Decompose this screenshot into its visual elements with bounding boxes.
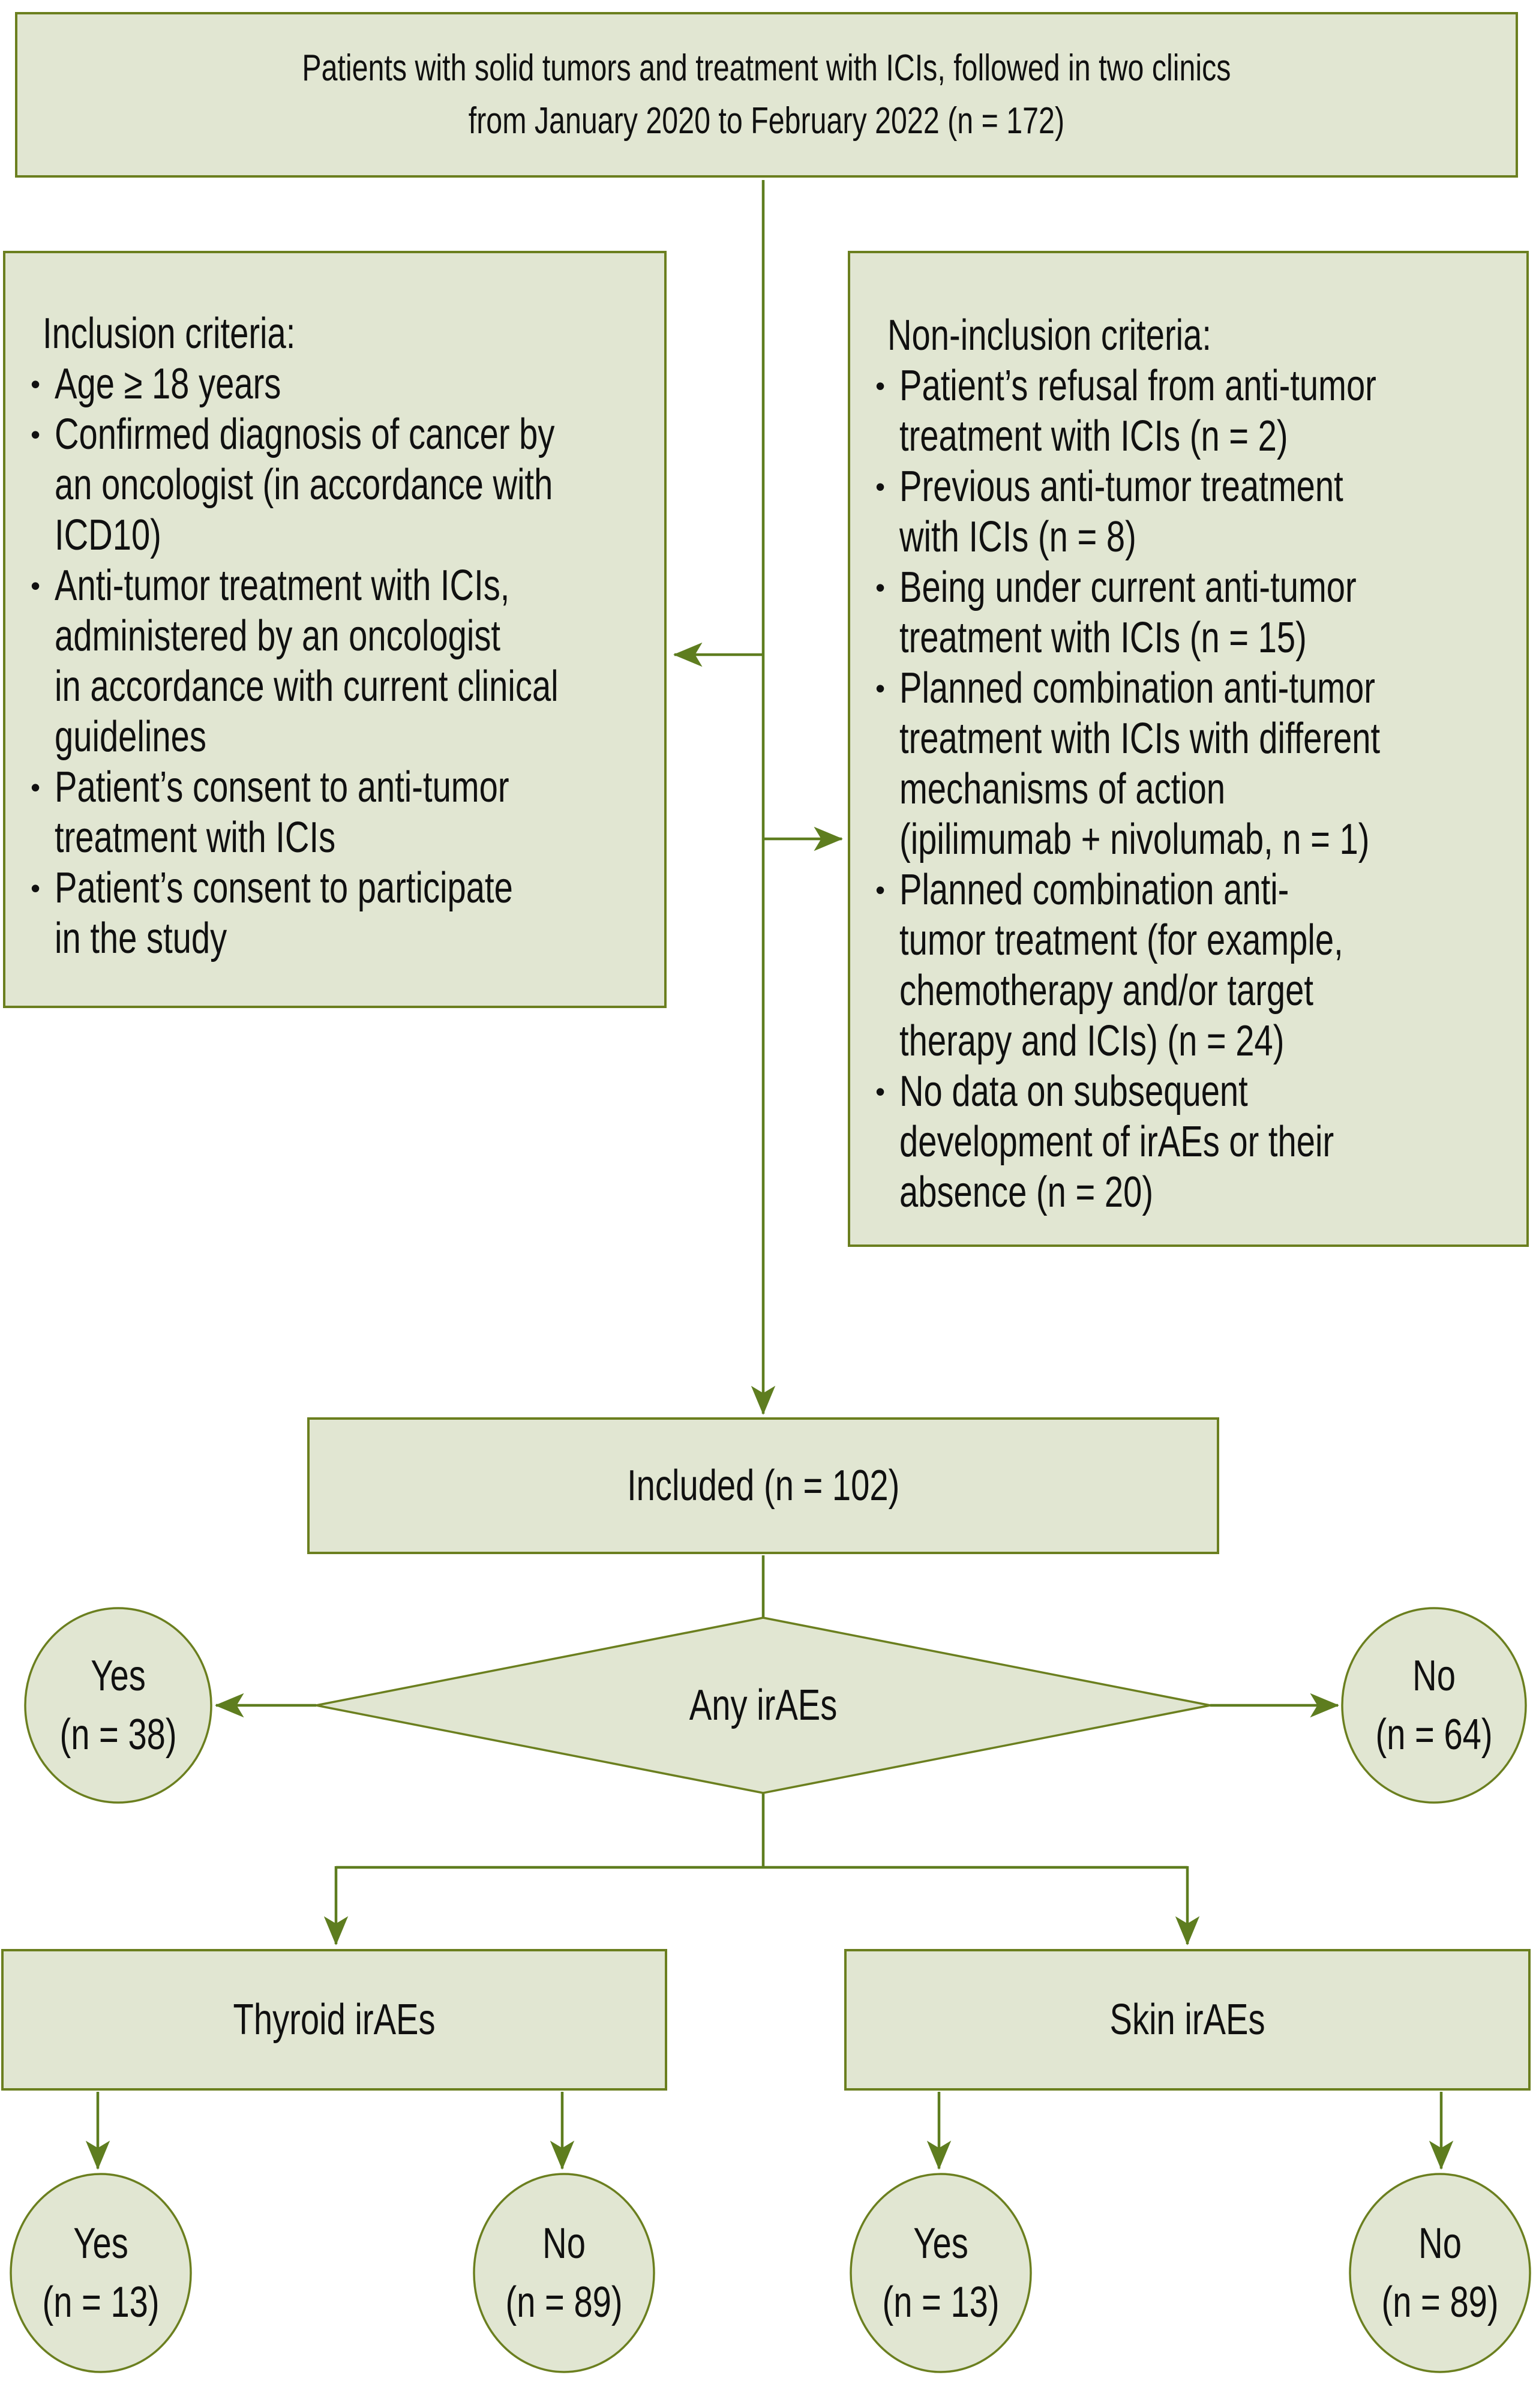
bullet-glyph: • (875, 874, 886, 905)
non-inclusion-criteria-item-text: Previous anti-tumor treatment with ICIs … (899, 463, 1343, 561)
inclusion-criteria-list: • Age ≥ 18 years • Confirmed diagnosis o… (5, 359, 664, 964)
non-inclusion-criteria-item-text: Patient’s refusal from anti-tumor treatm… (899, 362, 1376, 460)
outcome-thyroid-yes-ellipse (10, 2173, 192, 2373)
non-inclusion-criteria-item-text: Planned combination anti-tumor treatment… (899, 664, 1381, 863)
included-box-text: Included (n = 102) (626, 1462, 900, 1510)
inclusion-criteria-item: • Anti-tumor treatment with ICIs, admini… (5, 560, 664, 762)
non-inclusion-criteria-item: • Previous anti-tumor treatment with ICI… (850, 461, 1526, 562)
non-inclusion-criteria-item: • Patient’s refusal from anti-tumor trea… (850, 361, 1526, 461)
outcome-skin-no-ellipse (1349, 2173, 1531, 2373)
inclusion-criteria-item-text: Patient’s consent to participate in the … (55, 864, 513, 962)
non-inclusion-criteria-heading: Non-inclusion criteria: (887, 311, 1211, 359)
skin-iraes-text: Skin irAEs (1109, 1996, 1265, 2044)
bullet-glyph: • (31, 570, 41, 601)
inclusion-criteria-item: • Patient’s consent to anti-tumor treatm… (5, 762, 664, 863)
patients-population-box: Patients with solid tumors and treatment… (15, 12, 1518, 178)
bullet-glyph: • (31, 419, 41, 450)
outcome-any-yes-ellipse (24, 1607, 212, 1804)
decision-diamond (316, 1617, 1211, 1794)
included-box: Included (n = 102) (307, 1417, 1219, 1554)
bullet-glyph: • (875, 673, 886, 704)
inclusion-criteria-item-text: Anti-tumor treatment with ICIs, administ… (55, 562, 559, 761)
inclusion-criteria-item: • Age ≥ 18 years (5, 359, 664, 409)
non-inclusion-criteria-item-text: Being under current anti-tumor treatment… (899, 563, 1357, 662)
inclusion-criteria-item: • Patient’s consent to participate in th… (5, 863, 664, 964)
thyroid-iraes-box: Thyroid irAEs (1, 1949, 667, 2091)
inclusion-criteria-item-text: Confirmed diagnosis of cancer by an onco… (55, 410, 555, 559)
bullet-glyph: • (31, 368, 41, 400)
bullet-glyph: • (875, 370, 886, 401)
patients-population-text: Patients with solid tumors and treatment… (302, 47, 1231, 142)
non-inclusion-criteria-item: • No data on subsequent development of i… (850, 1066, 1526, 1218)
bullet-glyph: • (31, 772, 41, 803)
outcome-any-no-ellipse (1341, 1607, 1527, 1804)
inclusion-criteria-heading: Inclusion criteria: (43, 310, 296, 358)
bullet-glyph: • (875, 471, 886, 502)
thyroid-iraes-text: Thyroid irAEs (233, 1996, 436, 2044)
non-inclusion-criteria-list: • Patient’s refusal from anti-tumor trea… (850, 361, 1526, 1218)
non-inclusion-criteria-box: Non-inclusion criteria: • Patient’s refu… (848, 251, 1529, 1247)
bullet-glyph: • (31, 872, 41, 904)
outcome-thyroid-no-ellipse (473, 2173, 655, 2373)
inclusion-criteria-item: • Confirmed diagnosis of cancer by an on… (5, 409, 664, 560)
bullet-glyph: • (875, 1076, 886, 1107)
outcome-skin-yes-ellipse (850, 2173, 1032, 2373)
non-inclusion-criteria-item: • Planned combination anti- tumor treatm… (850, 865, 1526, 1066)
non-inclusion-criteria-item-text: Planned combination anti- tumor treatmen… (899, 866, 1343, 1065)
non-inclusion-criteria-item: • Planned combination anti-tumor treatme… (850, 663, 1526, 865)
inclusion-criteria-item-text: Age ≥ 18 years (55, 360, 281, 408)
inclusion-criteria-box: Inclusion criteria: • Age ≥ 18 years • C… (3, 251, 667, 1008)
skin-iraes-box: Skin irAEs (844, 1949, 1531, 2091)
bullet-glyph: • (875, 572, 886, 603)
non-inclusion-criteria-item-text: No data on subsequent development of irA… (899, 1067, 1334, 1216)
non-inclusion-criteria-item: • Being under current anti-tumor treatme… (850, 562, 1526, 663)
inclusion-criteria-item-text: Patient’s consent to anti-tumor treatmen… (55, 763, 509, 862)
